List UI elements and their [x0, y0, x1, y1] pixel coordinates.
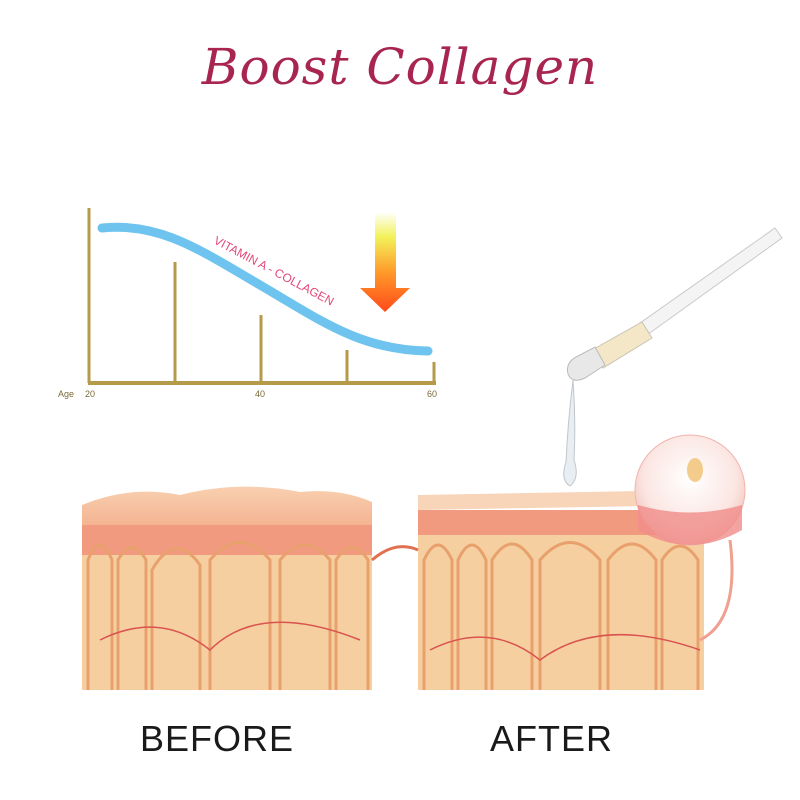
axis-label: Age: [58, 389, 75, 399]
before-label: BEFORE: [140, 718, 295, 759]
after-label: AFTER: [490, 718, 614, 759]
dropper-icon: [563, 227, 783, 487]
skin-before: [82, 486, 372, 690]
tick-label: 40: [255, 389, 266, 399]
skin-after: [371, 490, 734, 690]
magnified-skin-bubble: [634, 434, 746, 546]
decline-arrow-icon: [360, 212, 410, 312]
page-title: Boost Collagen: [201, 38, 599, 96]
collagen-chart: [87, 208, 436, 385]
tick-label: 20: [85, 389, 96, 399]
tick-label: 60: [427, 389, 438, 399]
collagen-curve: [97, 222, 433, 356]
